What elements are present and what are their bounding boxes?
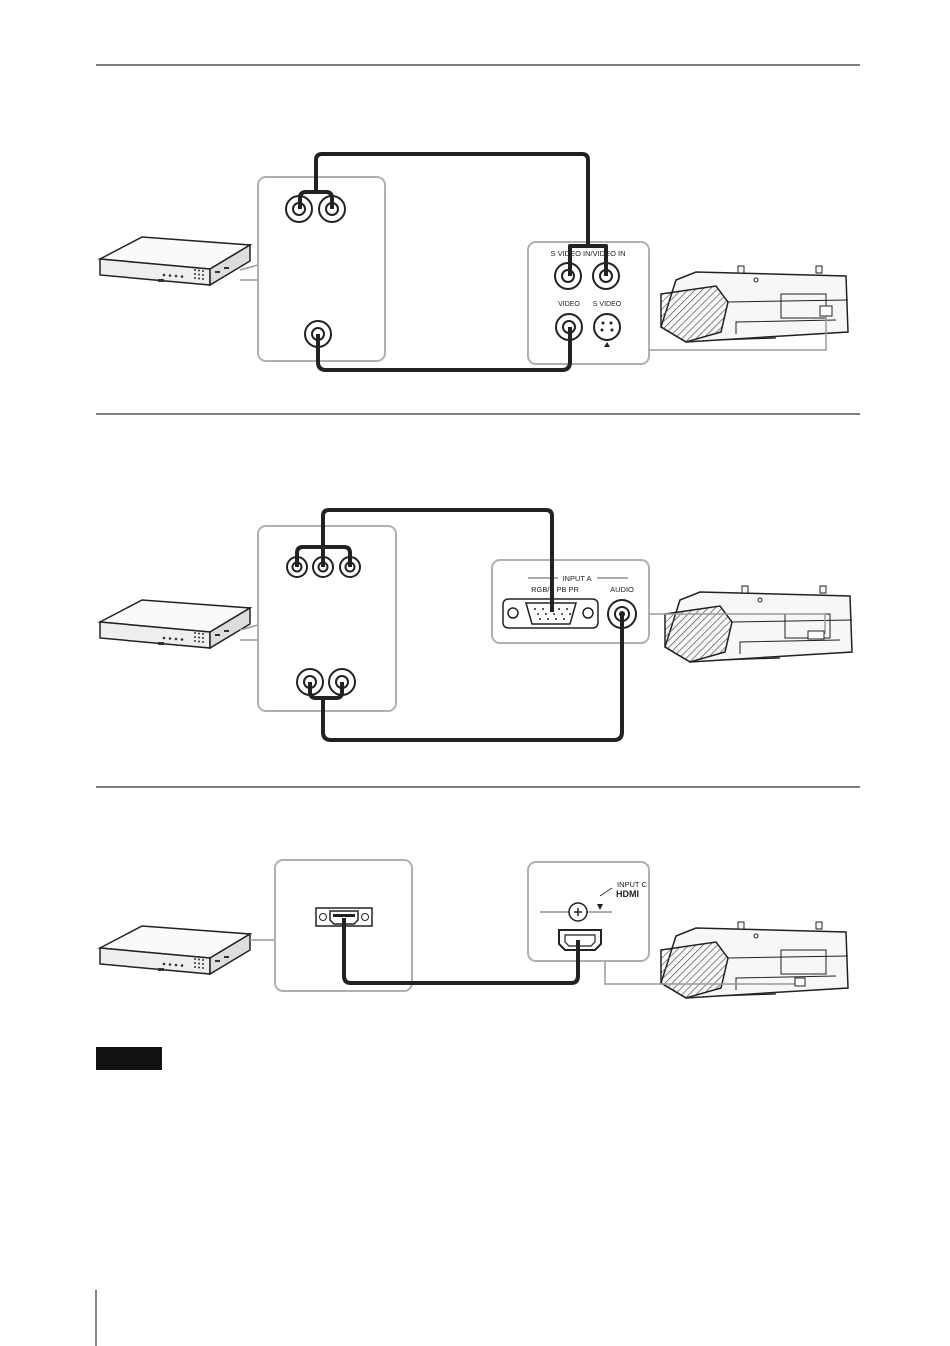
- rca-jack-icon: [286, 196, 345, 347]
- av-receiver-icon: [100, 600, 250, 648]
- input-a-label: INPUT A: [562, 574, 591, 583]
- av-receiver-icon: [100, 926, 250, 974]
- hdmi-cable: [344, 918, 578, 983]
- video-label: VIDEO: [558, 301, 580, 308]
- note-heading-box: [96, 1047, 162, 1070]
- diagram-component-video: INPUT A RGB/Y PB PR AUDIO: [96, 414, 860, 740]
- input-c-label: INPUT C: [617, 880, 647, 889]
- hdmi-logo-label: HDMI: [616, 889, 639, 899]
- audio-label: AUDIO: [610, 585, 634, 594]
- projector-icon: [661, 266, 848, 342]
- rca-jack-icon: [287, 557, 360, 695]
- rgb-label: RGB/Y PB PR: [531, 585, 579, 594]
- diagram-hdmi: INPUT C HDMI: [96, 787, 860, 998]
- svideo-label: S VIDEO: [593, 301, 622, 308]
- av-receiver-icon: [100, 237, 250, 285]
- audio-cable: [310, 614, 622, 740]
- svideo-in-label: S VIDEO IN/VIDEO IN: [550, 249, 625, 258]
- diagram-composite-video: S VIDEO IN/VIDEO IN VIDEO S VIDEO: [96, 65, 860, 370]
- receiver-rear-panel: [258, 526, 396, 711]
- projector-icon: [665, 586, 852, 662]
- projector-input-panel: [528, 242, 649, 364]
- svideo-jack-icon: [594, 314, 620, 347]
- projector-icon: [661, 922, 848, 998]
